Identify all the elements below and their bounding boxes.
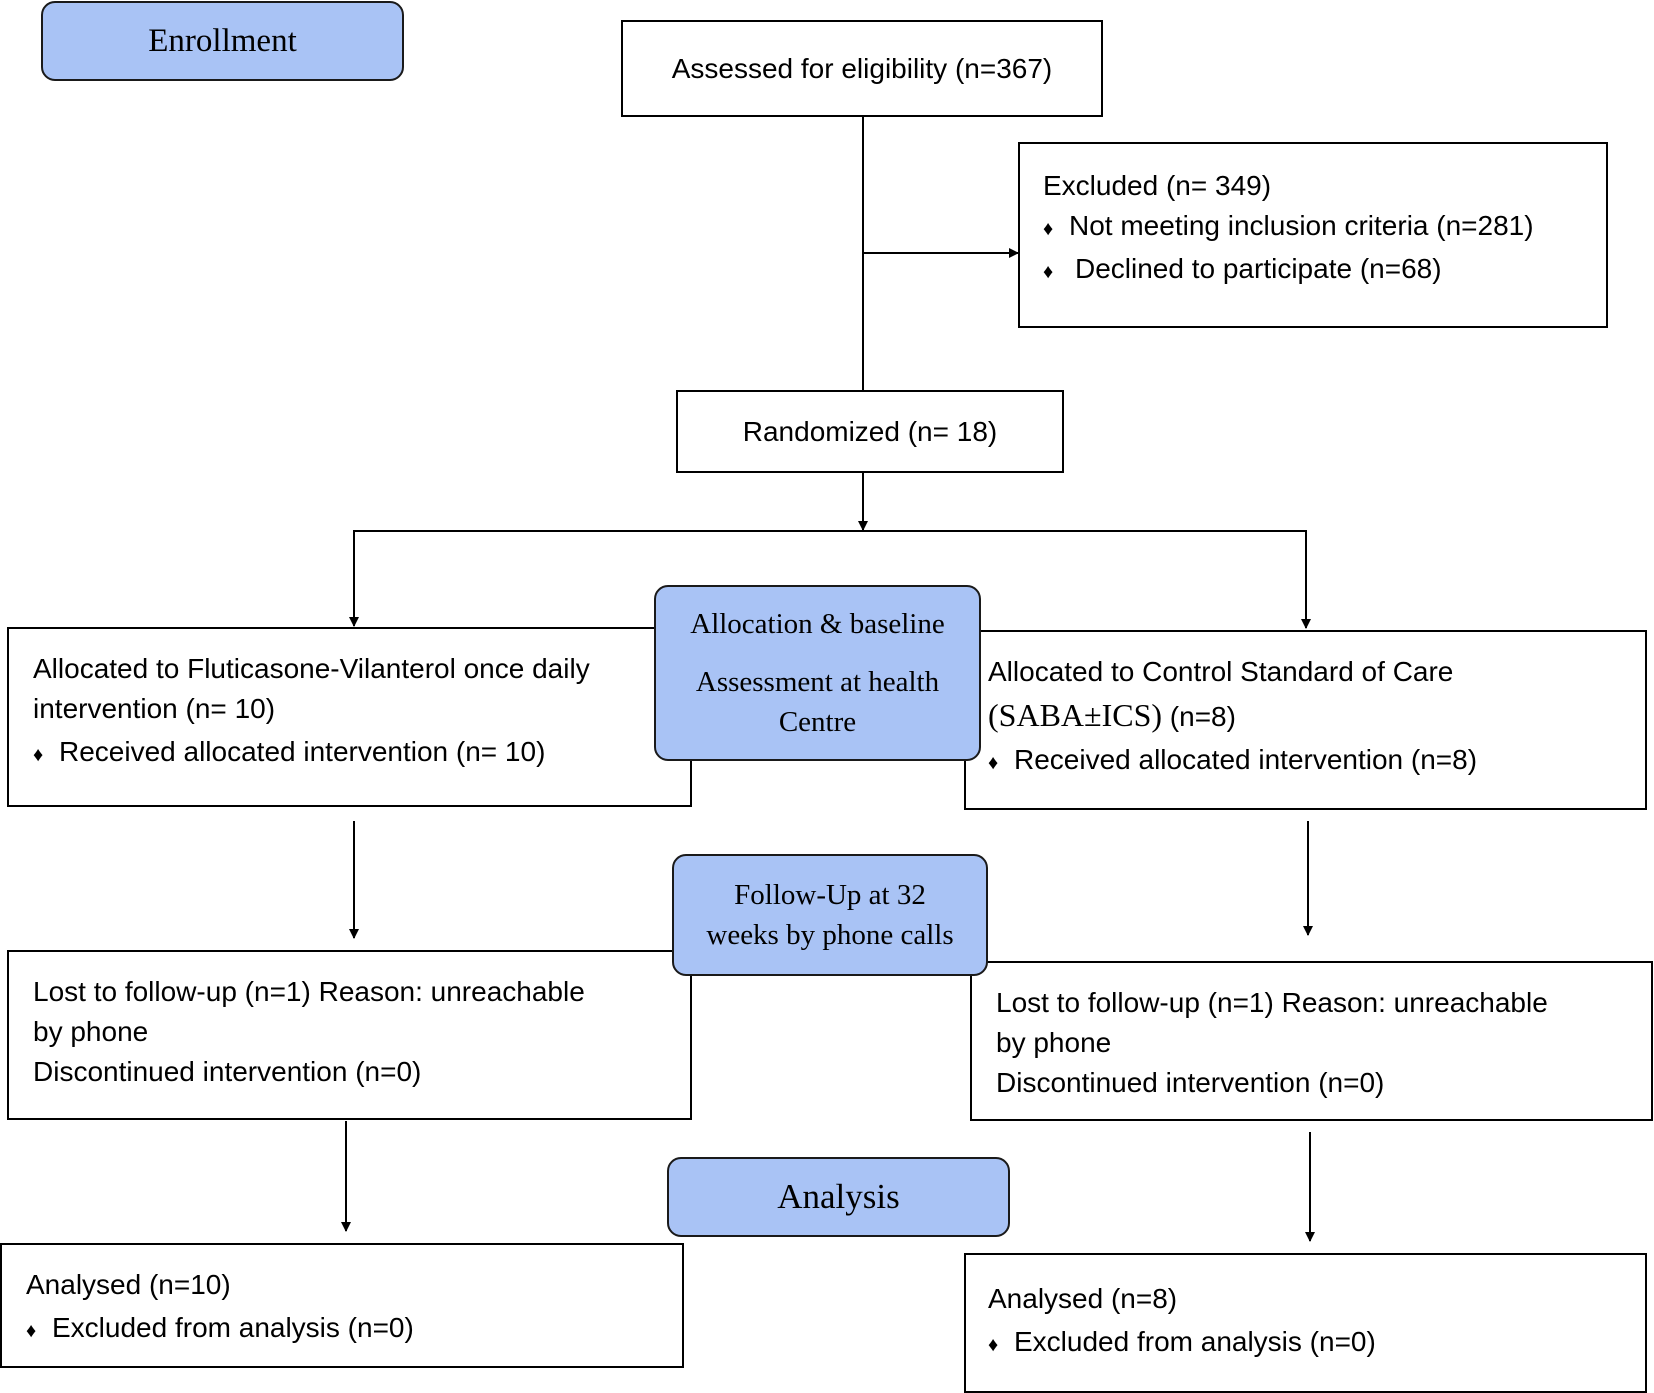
right-allocation-item-text: Received allocated intervention (n=8) <box>1014 744 1478 775</box>
right-lost-line1: Lost to follow-up (n=1) Reason: unreacha… <box>996 987 1548 1018</box>
randomized-box: Randomized (n= 18) <box>676 390 1064 473</box>
diamond-bullet-icon: ♦ <box>988 1334 999 1356</box>
followup-label-line1: Follow-Up at 32 <box>734 879 926 911</box>
analysis-stage-label: Analysis <box>667 1157 1010 1237</box>
excluded-item: ♦ Declined to participate (n=68) <box>1043 249 1606 292</box>
right-analysis-box: Analysed (n=8) ♦ Excluded from analysis (… <box>964 1253 1647 1393</box>
excluded-title: Excluded (n= 349) <box>1043 170 1272 201</box>
diamond-bullet-icon: ♦ <box>988 752 999 774</box>
right-allocation-box: Allocated to Control Standard of Care (S… <box>964 630 1647 810</box>
right-allocation-regimen: (SABA±ICS) <box>988 697 1163 733</box>
analysis-label: Analysis <box>777 1177 900 1216</box>
left-allocation-item-text: Received allocated intervention (n= 10) <box>59 736 546 767</box>
enrollment-label: Enrollment <box>148 22 297 59</box>
left-followup-box: Lost to follow-up (n=1) Reason: unreacha… <box>7 950 692 1120</box>
excluded-item-text: Declined to participate (n=68) <box>1075 253 1442 284</box>
allocation-stage-label: Allocation & baseline Assessment at heal… <box>654 585 981 761</box>
excluded-item-text: Not meeting inclusion criteria (n=281) <box>1069 210 1534 241</box>
right-followup-box: Lost to follow-up (n=1) Reason: unreacha… <box>970 961 1653 1121</box>
left-lost-line1: Lost to follow-up (n=1) Reason: unreacha… <box>33 976 585 1007</box>
allocation-label-line2: Assessment at health <box>695 666 940 698</box>
left-analysis-box: Analysed (n=10) ♦ Excluded from analysis … <box>0 1243 684 1368</box>
right-allocation-item: ♦ Received allocated intervention (n=8) <box>988 740 1645 783</box>
left-allocation-box: Allocated to Fluticasone-Vilanterol once… <box>7 627 692 807</box>
right-lost-line2: by phone <box>996 1027 1112 1058</box>
allocation-label-line1: Allocation & baseline <box>690 608 945 640</box>
followup-label-line2: weeks by phone calls <box>706 919 954 951</box>
left-allocation-line2: intervention (n= 10) <box>33 693 276 724</box>
right-analysis-item-text: Excluded from analysis (n=0) <box>1014 1326 1376 1357</box>
left-lost-line2: by phone <box>33 1016 149 1047</box>
diamond-bullet-icon: ♦ <box>33 744 44 766</box>
right-allocation-count: (n=8) <box>1162 701 1236 732</box>
right-discontinued: Discontinued intervention (n=0) <box>996 1067 1385 1098</box>
left-allocation-line1: Allocated to Fluticasone-Vilanterol once… <box>33 653 590 684</box>
left-analysis-item-text: Excluded from analysis (n=0) <box>52 1312 414 1343</box>
excluded-box: Excluded (n= 349) ♦ Not meeting inclusion… <box>1018 142 1608 328</box>
right-analysis-item: ♦ Excluded from analysis (n=0) <box>988 1322 1645 1365</box>
excluded-item: ♦ Not meeting inclusion criteria (n=281) <box>1043 206 1606 249</box>
randomized-text: Randomized (n= 18) <box>742 415 998 447</box>
right-allocation-line1: Allocated to Control Standard of Care <box>988 656 1454 687</box>
left-analysis-item: ♦ Excluded from analysis (n=0) <box>26 1308 682 1351</box>
right-analysed: Analysed (n=8) <box>988 1283 1178 1314</box>
assessed-box: Assessed for eligibility (n=367) <box>621 20 1103 117</box>
enrollment-stage-label: Enrollment <box>41 1 404 81</box>
diamond-bullet-icon: ♦ <box>26 1320 37 1342</box>
assessed-text: Assessed for eligibility (n=367) <box>671 52 1053 84</box>
diamond-bullet-icon: ♦ <box>1043 261 1054 283</box>
left-allocation-item: ♦ Received allocated intervention (n= 10) <box>33 732 690 775</box>
allocation-label-line3: Centre <box>778 706 857 738</box>
followup-stage-label: Follow-Up at 32 weeks by phone calls <box>672 854 988 976</box>
left-analysed: Analysed (n=10) <box>26 1269 231 1300</box>
diamond-bullet-icon: ♦ <box>1043 218 1054 240</box>
right-allocation-line2: (SABA±ICS) (n=8) <box>988 695 1645 737</box>
left-discontinued: Discontinued intervention (n=0) <box>33 1056 422 1087</box>
